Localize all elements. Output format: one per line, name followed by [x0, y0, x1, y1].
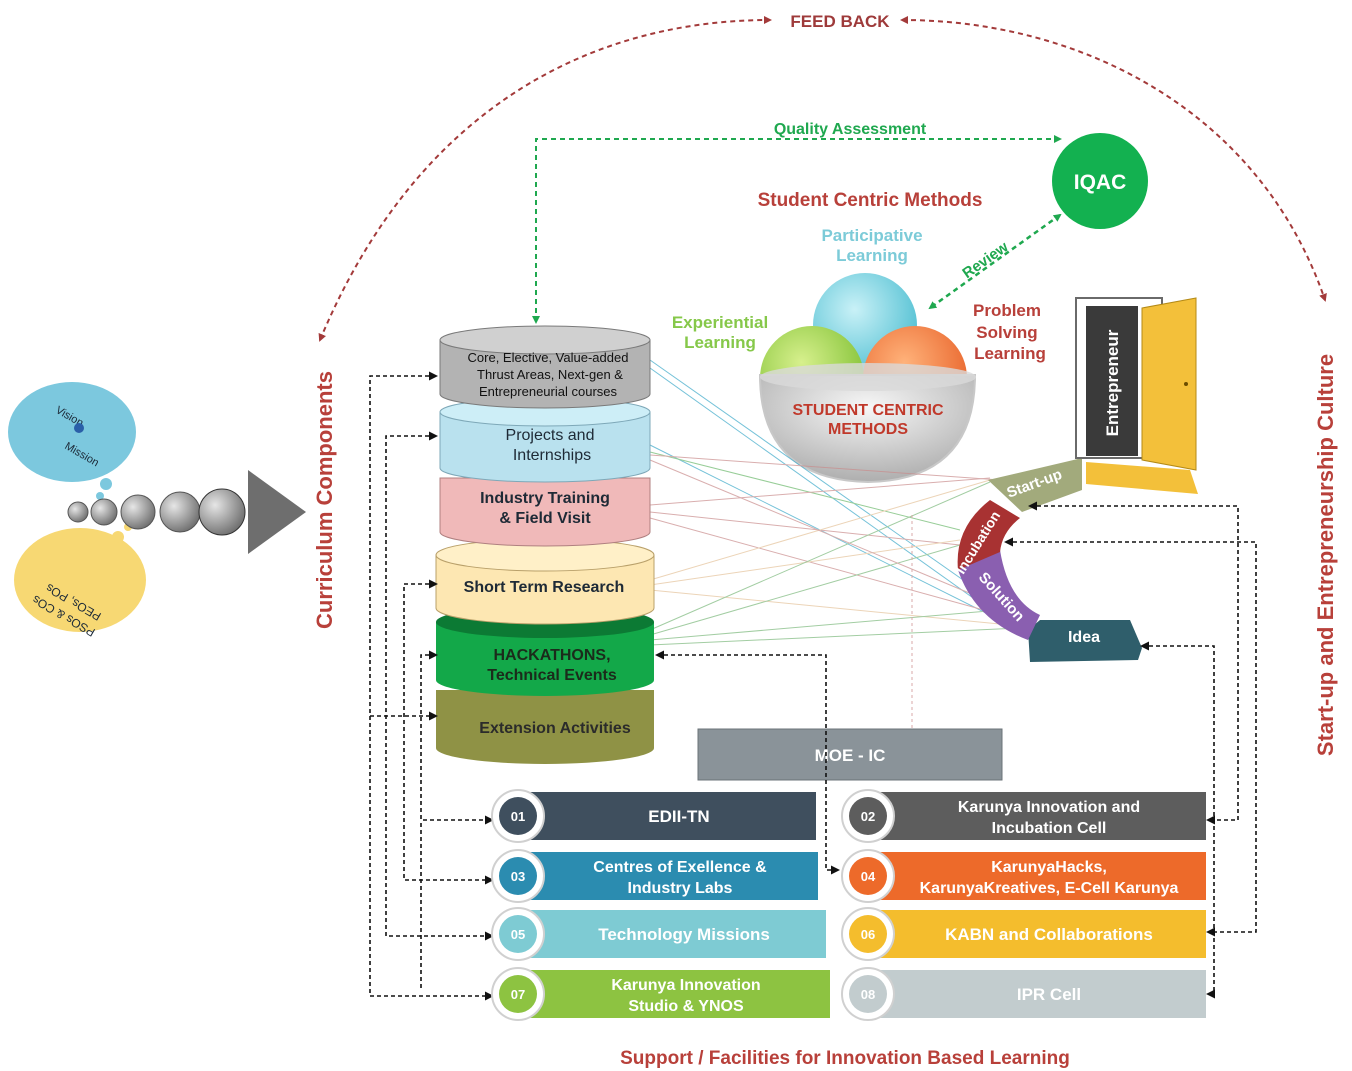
- quality-assessment-link: Quality Assessment Review: [532, 121, 1062, 324]
- idea-label: Idea: [1068, 629, 1100, 646]
- core-label-1: Core, Elective, Value-added: [468, 350, 629, 365]
- facility-number: 05: [511, 927, 525, 942]
- entrepreneur-door: Entrepreneur: [1075, 297, 1198, 494]
- facility-item-03: 03 Centres of Exellence & Industry Labs: [491, 849, 818, 903]
- core-label-2: Thrust Areas, Next-gen &: [477, 367, 623, 382]
- facility-label: Karunya Innovation: [611, 977, 760, 994]
- peo-cloud: PEOs, POs PSOs & COs: [14, 523, 146, 640]
- review-label: Review: [959, 238, 1011, 282]
- facility-number-badge: [499, 797, 537, 835]
- facility-bar: [516, 792, 816, 840]
- entrepreneur-label: Entrepreneur: [1103, 329, 1122, 436]
- facility-bar: [866, 792, 1206, 840]
- curriculum-cycle-connectors: [649, 359, 1021, 646]
- facility-label: KarunyaKreatives, E-Cell Karunya: [920, 880, 1179, 897]
- facility-number: 07: [511, 987, 525, 1002]
- direction-arrow-icon: [248, 470, 306, 554]
- facility-number-badge: [849, 857, 887, 895]
- facility-label: Karunya Innovation and: [958, 799, 1140, 816]
- facility-number-badge: [849, 797, 887, 835]
- facility-number: 01: [511, 809, 525, 824]
- iqac-label: IQAC: [1074, 171, 1127, 194]
- facility-item-08: 08 IPR Cell: [841, 967, 1206, 1021]
- problem-label-2: Solving: [976, 323, 1037, 342]
- facility-label: Centres of Exellence &: [593, 859, 767, 876]
- experiential-label-2: Learning: [684, 333, 756, 352]
- projects-label-2: Internships: [513, 447, 591, 464]
- feedback-arc: FEED BACK: [318, 12, 1327, 342]
- facility-label: Incubation Cell: [992, 820, 1107, 837]
- facility-label: IPR Cell: [1017, 985, 1081, 1004]
- facility-number: 06: [861, 927, 875, 942]
- short-term-research-label: Short Term Research: [464, 579, 625, 596]
- support-facilities-title: Support / Facilities for Innovation Base…: [620, 1048, 1070, 1069]
- facility-number: 04: [861, 869, 876, 884]
- bowl-label-2: METHODS: [828, 421, 908, 438]
- facility-label: Industry Labs: [628, 880, 733, 897]
- curriculum-stack: Extension Activities HACKATHONS, Technic…: [435, 325, 655, 764]
- bowl-label-1: STUDENT CENTRIC: [792, 402, 944, 419]
- progress-balls-arrow: [67, 470, 306, 554]
- startup-cycle: Idea Solution Incubation Start-up: [952, 458, 1142, 662]
- facility-number: 03: [511, 869, 525, 884]
- industry-training-label-1: Industry Training: [480, 490, 610, 507]
- facility-number: 02: [861, 809, 875, 824]
- facilities-grid: 01 EDII-TN 02 Karunya Innovation andIncubat…: [491, 789, 1206, 1021]
- vision-mission-cloud: Vision Mission: [8, 382, 136, 500]
- facility-bar: [516, 910, 826, 958]
- facility-item-04: 04 KarunyaHacks, KarunyaKreatives, E-Cell …: [841, 849, 1206, 903]
- iqac-circle: IQAC: [1052, 133, 1148, 229]
- facility-bar: [866, 970, 1206, 1018]
- facility-number-badge: [499, 975, 537, 1013]
- facility-label: Technology Missions: [598, 925, 770, 944]
- industry-training-label-2: & Field Visit: [499, 510, 591, 527]
- problem-label-3: Learning: [974, 344, 1046, 363]
- projects-label-1: Projects and: [506, 427, 595, 444]
- methods-bowl: [758, 374, 977, 484]
- core-label-3: Entrepreneurial courses: [479, 384, 618, 399]
- problem-label-1: Problem: [973, 301, 1041, 320]
- facility-label: Studio & YNOS: [628, 998, 744, 1015]
- facility-number: 08: [861, 987, 875, 1002]
- facility-bar: [516, 852, 818, 900]
- facility-item-01: 01 EDII-TN: [491, 789, 816, 843]
- facility-item-06: 06 KABN and Collaborations: [841, 907, 1206, 961]
- quality-assessment-label: Quality Assessment: [774, 121, 927, 138]
- startup-culture-title: Start-up and Entrepreneurship Culture: [1313, 354, 1338, 756]
- emblem-icon: [74, 423, 84, 433]
- student-centric-methods: Student Centric Methods Participative Le…: [672, 190, 1046, 484]
- facility-label: KarunyaHacks,: [991, 859, 1107, 876]
- extension-activities-label: Extension Activities: [479, 720, 631, 737]
- scm-title: Student Centric Methods: [758, 190, 983, 211]
- facility-number-badge: [849, 915, 887, 953]
- facility-number-badge: [849, 975, 887, 1013]
- curriculum-components-title: Curriculum Components: [312, 371, 337, 629]
- facility-item-05: 05 Technology Missions: [491, 907, 826, 961]
- moe-ic-box: MOE - IC: [697, 515, 1003, 781]
- facility-bar: [516, 970, 830, 1018]
- support-connectors: [369, 371, 1257, 1001]
- facility-number-badge: [499, 915, 537, 953]
- facility-label: KABN and Collaborations: [945, 925, 1153, 944]
- participative-label-2: Learning: [836, 246, 908, 265]
- facility-bar: [866, 910, 1206, 958]
- experiential-label-1: Experiential: [672, 313, 768, 332]
- feedback-label: FEED BACK: [790, 12, 890, 31]
- participative-label-1: Participative: [821, 226, 922, 245]
- facility-number-badge: [499, 857, 537, 895]
- facility-label: EDII-TN: [648, 807, 709, 826]
- hackathons-label-1: HACKATHONS,: [493, 647, 610, 664]
- hackathons-label-2: Technical Events: [487, 667, 617, 684]
- facility-bar: [866, 852, 1206, 900]
